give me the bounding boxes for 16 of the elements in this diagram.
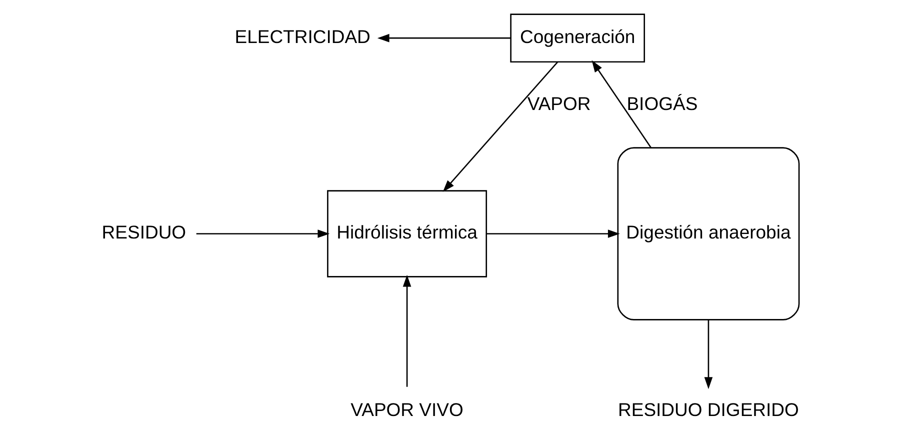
node-text: VAPOR VIVO (350, 398, 464, 420)
arrow (704, 319, 713, 389)
node-text: RESIDUO (102, 221, 186, 242)
node-box: Digestión anaerobia (617, 146, 800, 320)
node-text: ELECTRICIDAD (234, 25, 370, 46)
arrow (592, 60, 652, 148)
node-box: Hidrólisis térmica (327, 190, 488, 277)
edge-label: VAPOR (527, 92, 591, 114)
node-text: RESIDUO DIGERIDO (618, 398, 799, 420)
arrow (377, 33, 511, 42)
arrow (196, 229, 330, 238)
arrow (442, 60, 558, 192)
node-box: Cogeneración (510, 13, 645, 62)
arrow (486, 229, 620, 238)
edge-label: BIOGÁS (626, 92, 698, 114)
arrow (402, 274, 412, 386)
